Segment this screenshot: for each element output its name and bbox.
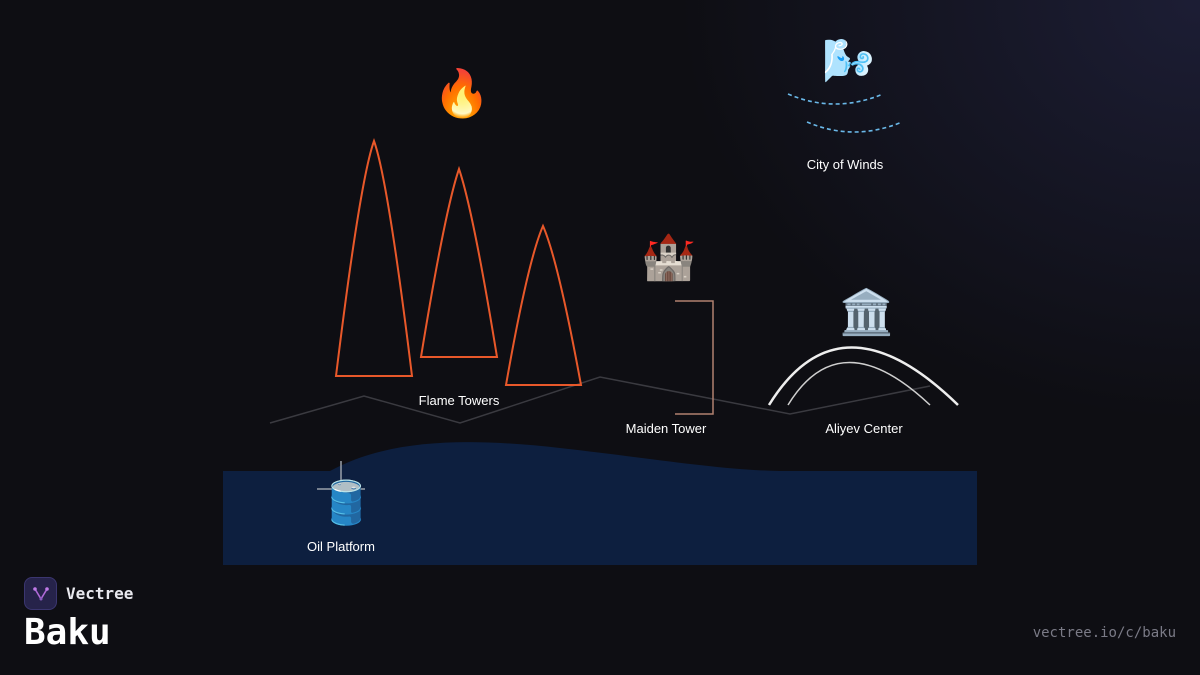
vectree-logo-icon xyxy=(24,577,57,610)
label-city-of-winds: City of Winds xyxy=(806,157,884,172)
flame-tower-1 xyxy=(334,138,414,377)
city-title: Baku xyxy=(24,612,111,653)
label-flame-towers: Flame Towers xyxy=(418,393,500,408)
label-aliyev-center: Aliyev Center xyxy=(825,421,903,436)
skyline-line xyxy=(269,376,931,424)
aliyev-center-outer-curve xyxy=(767,346,959,406)
aliyev-center-inner-curve xyxy=(787,361,931,406)
caspian-sea xyxy=(223,442,977,565)
wind-gust-1 xyxy=(787,93,884,105)
fire-icon: 🔥 xyxy=(433,66,491,120)
castle-icon: 🏰 xyxy=(641,232,696,283)
brand-name: Vectree xyxy=(66,584,134,603)
brand: Vectree xyxy=(24,577,133,610)
label-oil-platform: Oil Platform xyxy=(307,539,375,554)
classical-building-icon: 🏛️ xyxy=(839,287,894,338)
flame-tower-3 xyxy=(504,223,583,386)
wind-gust-2 xyxy=(806,121,903,133)
footer-url[interactable]: vectree.io/c/baku xyxy=(1032,625,1176,641)
wind-icon: 🌬️ xyxy=(822,36,875,85)
oil-drum-icon: 🛢️ xyxy=(320,478,373,527)
maiden-tower-outline xyxy=(675,300,714,415)
label-maiden-tower: Maiden Tower xyxy=(625,421,707,436)
flame-tower-2 xyxy=(419,165,499,358)
